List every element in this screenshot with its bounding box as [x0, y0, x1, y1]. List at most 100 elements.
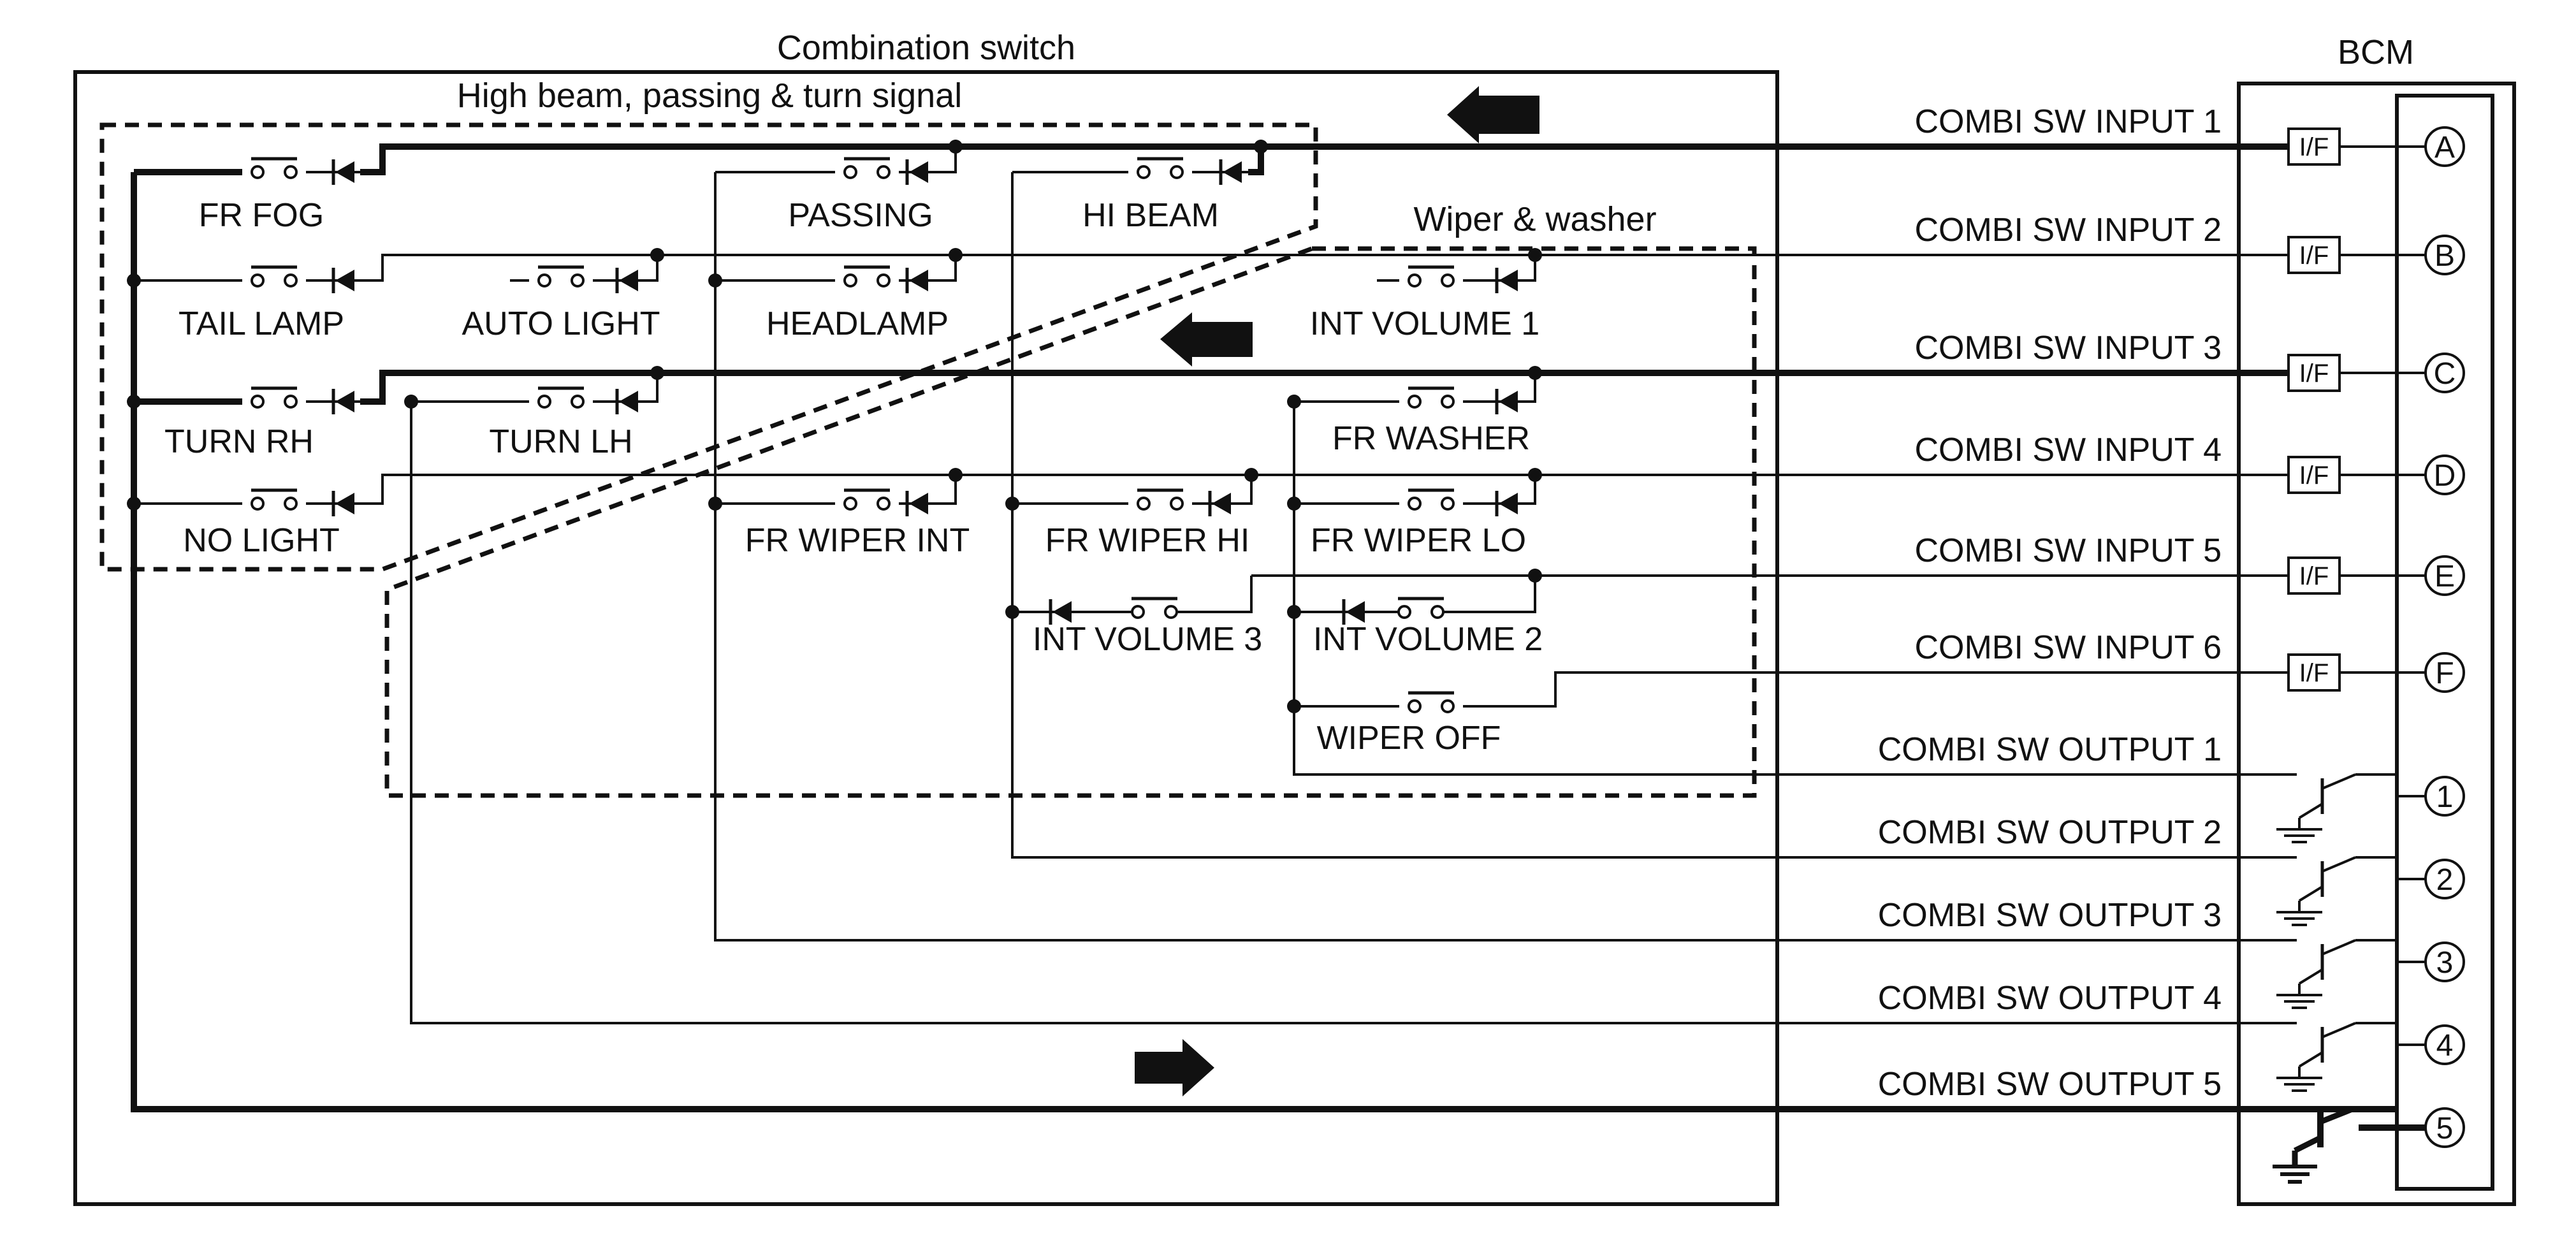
signal-label-input-1: COMBI SW INPUT 1 — [1914, 103, 2222, 140]
input-1-wire — [360, 143, 1264, 175]
switch-turn-rh: TURN RH — [163, 388, 360, 460]
input-3-wire — [360, 370, 2289, 405]
svg-text:D: D — [2434, 459, 2456, 493]
svg-text:FR WASHER: FR WASHER — [1332, 420, 1530, 457]
interface-block-e: I/F — [2287, 556, 2341, 595]
transistor-output-1 — [2275, 774, 2399, 843]
svg-text:5: 5 — [2436, 1112, 2454, 1145]
svg-text:2: 2 — [2436, 863, 2454, 897]
switch-headlamp: HEADLAMP — [766, 267, 949, 342]
output-4-wire — [410, 402, 2297, 1024]
bcm-title: BCM — [2338, 33, 2414, 71]
signal-label-input-4: COMBI SW INPUT 4 — [1914, 432, 2222, 469]
signal-label-output-1: COMBI SW OUTPUT 1 — [1878, 731, 2222, 768]
hi-beam-group-outline — [99, 122, 1318, 572]
wiper-group-outline — [384, 246, 1757, 798]
svg-text:FR FOG: FR FOG — [199, 197, 324, 234]
interface-block-d: I/F — [2287, 456, 2341, 494]
switch-fr-wiper-hi: FR WIPER HI — [1045, 490, 1250, 559]
interface-block-a: I/F — [2287, 127, 2341, 166]
switch-passing: PASSING — [788, 159, 933, 234]
pin-d: D — [2424, 454, 2465, 495]
signal-label-output-3: COMBI SW OUTPUT 3 — [1878, 897, 2222, 934]
switch-fr-wiper-int: FR WIPER INT — [745, 490, 970, 559]
svg-text:4: 4 — [2436, 1029, 2454, 1063]
svg-text:NO LIGHT: NO LIGHT — [183, 522, 340, 559]
svg-text:B: B — [2434, 239, 2455, 273]
switch-fr-wiper-lo: FR WIPER LO — [1311, 490, 1526, 559]
bcm-box — [2237, 82, 2516, 1206]
switch-fr-fog: FR FOG — [163, 159, 360, 234]
svg-text:E: E — [2434, 560, 2455, 593]
switch-turn-lh: TURN LH — [489, 388, 644, 460]
switch-fr-washer: FR WASHER — [1332, 388, 1530, 457]
input-4-wire — [360, 474, 2289, 505]
pin-5: 5 — [2424, 1107, 2465, 1148]
svg-text:TAIL LAMP: TAIL LAMP — [178, 305, 344, 342]
svg-text:1: 1 — [2436, 780, 2454, 814]
flow-arrow-input-3 — [1160, 312, 1253, 367]
svg-text:HI BEAM: HI BEAM — [1082, 197, 1219, 234]
svg-text:I/F: I/F — [2299, 133, 2329, 161]
flow-arrow-output-5 — [1135, 1039, 1214, 1096]
pin-4: 4 — [2424, 1024, 2465, 1065]
svg-text:FR WIPER HI: FR WIPER HI — [1045, 522, 1250, 559]
svg-text:I/F: I/F — [2299, 659, 2329, 687]
svg-text:3: 3 — [2436, 946, 2454, 980]
svg-text:TURN LH: TURN LH — [489, 423, 632, 460]
svg-text:TURN RH: TURN RH — [164, 423, 314, 460]
interface-block-f: I/F — [2287, 653, 2341, 692]
combination-switch-box — [73, 70, 1779, 1206]
pin-3: 3 — [2424, 942, 2465, 982]
signal-label-input-5: COMBI SW INPUT 5 — [1914, 532, 2222, 569]
output-5-rail — [131, 172, 2399, 1112]
pin-a: A — [2424, 126, 2465, 167]
svg-text:PASSING: PASSING — [788, 197, 933, 234]
svg-text:AUTO LIGHT: AUTO LIGHT — [462, 305, 660, 342]
input-6-wire — [1485, 671, 2289, 708]
transistor-output-2 — [2275, 857, 2399, 926]
pin-1: 1 — [2424, 776, 2465, 817]
svg-text:F: F — [2435, 657, 2454, 690]
svg-text:WIPER OFF: WIPER OFF — [1317, 720, 1501, 757]
bcm-connector-block — [2395, 94, 2494, 1191]
switch-int-volume-2: INT VOLUME 2 — [1313, 599, 1543, 658]
signal-label-output-5: COMBI SW OUTPUT 5 — [1878, 1066, 2222, 1103]
svg-text:A: A — [2434, 131, 2455, 164]
svg-text:I/F: I/F — [2299, 562, 2329, 590]
flow-arrow-input-1 — [1447, 86, 1539, 143]
switch-auto-light: AUTO LIGHT — [462, 267, 660, 342]
interface-block-c: I/F — [2287, 354, 2341, 392]
signal-label-input-6: COMBI SW INPUT 6 — [1914, 629, 2222, 666]
signal-label-output-4: COMBI SW OUTPUT 4 — [1878, 980, 2222, 1017]
svg-text:I/F: I/F — [2299, 360, 2329, 388]
svg-text:C: C — [2434, 357, 2456, 391]
svg-text:FR WIPER LO: FR WIPER LO — [1311, 522, 1526, 559]
switch-tail-lamp: TAIL LAMP — [163, 267, 360, 342]
hi-beam-group-title: High beam, passing & turn signal — [457, 76, 962, 115]
signal-label-input-2: COMBI SW INPUT 2 — [1914, 212, 2222, 249]
pin-2: 2 — [2424, 859, 2465, 899]
switch-wiper-off: WIPER OFF — [1317, 693, 1501, 757]
svg-text:INT VOLUME 3: INT VOLUME 3 — [1033, 621, 1262, 658]
output-2-wire — [1011, 172, 2297, 859]
input-2-wire — [360, 254, 2289, 282]
svg-text:INT VOLUME 2: INT VOLUME 2 — [1313, 621, 1543, 658]
pin-e: E — [2424, 555, 2465, 596]
signal-label-input-3: COMBI SW INPUT 3 — [1914, 330, 2222, 367]
switch-int-volume-3: INT VOLUME 3 — [1033, 599, 1262, 658]
pin-c: C — [2424, 353, 2465, 393]
switch-no-light: NO LIGHT — [163, 490, 360, 559]
transistor-output-4 — [2275, 1023, 2399, 1092]
switch-hi-beam: HI BEAM — [1082, 159, 1248, 234]
wiper-group-title: Wiper & washer — [1413, 200, 1656, 238]
input-5-wire — [1184, 576, 1253, 613]
output-3-wire — [714, 172, 2297, 942]
svg-text:INT VOLUME 1: INT VOLUME 1 — [1310, 305, 1539, 342]
svg-text:I/F: I/F — [2299, 242, 2329, 270]
transistor-output-5 — [2273, 1106, 2354, 1184]
pin-b: B — [2424, 235, 2465, 275]
switch-int-volume-1: INT VOLUME 1 — [1310, 267, 1539, 342]
transistor-output-3 — [2275, 940, 2399, 1009]
